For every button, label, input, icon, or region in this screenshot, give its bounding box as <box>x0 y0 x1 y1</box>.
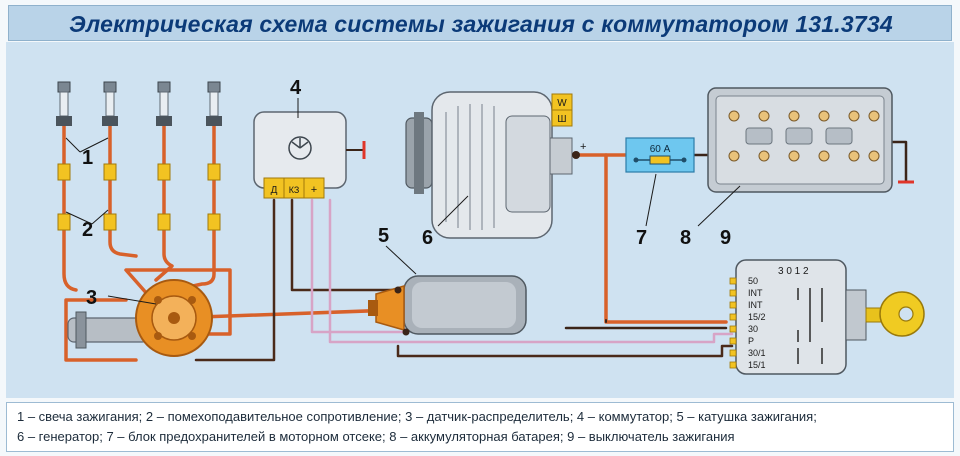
resistor-3b <box>157 213 171 231</box>
switch-terminal-label: 15/2 <box>748 312 766 322</box>
callout-4: 4 <box>290 77 302 99</box>
resistor-1b <box>57 213 71 231</box>
ignition-switch: 3 0 1 2 50 INT INT 15/2 30 P 30/1 15/1 <box>729 259 925 375</box>
callout-1: 1 <box>82 147 93 169</box>
ht-lead-4 <box>182 110 216 290</box>
wire-commutator-kz <box>290 198 400 292</box>
callout-3: 3 <box>86 287 97 309</box>
generator-terminal-sh-label: Ш <box>557 114 566 125</box>
suppression-resistors <box>57 163 221 231</box>
callouts: 1 2 3 4 5 6 7 8 9 <box>82 77 731 309</box>
ht-lead-2 <box>108 110 138 258</box>
ht-lead-side <box>64 298 138 362</box>
switch-terminal-label: 15/1 <box>748 360 766 370</box>
spark-plug-1 <box>56 81 72 126</box>
generator-terminal-sh <box>551 109 573 127</box>
callout-5: 5 <box>378 225 389 247</box>
ignition-coil <box>368 275 527 336</box>
callout-8: 8 <box>680 227 691 249</box>
commutator-terminal-kz-label: КЗ <box>289 185 300 195</box>
title-bar: Электрическая схема системы зажигания с … <box>8 5 952 41</box>
ht-lead-1 <box>62 110 78 292</box>
commutator-terminal-plus <box>303 177 325 199</box>
commutator-terminal-plus-label: + <box>311 184 317 196</box>
commutator-body <box>253 111 347 189</box>
ignition-key-icon <box>865 291 925 337</box>
fuse-block: 60 А <box>625 137 695 173</box>
generator-terminal-plus-label: + <box>580 141 586 153</box>
resistor-2b <box>103 213 117 231</box>
fuse-block-body <box>625 137 695 173</box>
wire-commutator-d <box>194 198 276 362</box>
commutator-symbol-icon <box>288 136 312 160</box>
spark-plug-2 <box>102 81 118 126</box>
wire-battery-negative <box>890 140 908 184</box>
diagram-area: Д КЗ + <box>6 42 954 398</box>
resistor-4b <box>207 213 221 231</box>
generator-terminal-w-label: W <box>557 98 567 109</box>
resistor-4a <box>207 163 221 181</box>
commutator-terminal-d-label: Д <box>271 185 278 196</box>
distributor <box>67 279 213 357</box>
switch-terminal-label: P <box>748 336 754 346</box>
fuse-rating-label: 60 А <box>650 144 671 155</box>
wiring-diagram: Д КЗ + <box>56 77 925 375</box>
caption-line-2: 6 – генератор; 7 – блок предохранителей … <box>17 429 735 444</box>
resistor-1a <box>57 163 71 181</box>
ignition-coil-cap <box>375 285 405 331</box>
generator: W Ш + <box>405 91 586 239</box>
wire-coil-to-switch <box>396 344 734 358</box>
battery-cells <box>728 110 880 162</box>
switch-terminal-label: INT <box>748 300 763 310</box>
callout-2: 2 <box>82 219 93 241</box>
switch-terminals: 50 INT INT 15/2 30 P 30/1 15/1 <box>748 276 766 370</box>
fuse-icon <box>649 155 671 165</box>
resistor-3a <box>157 163 171 181</box>
wire-commutator-plus <box>310 198 408 334</box>
ht-lead-3 <box>154 110 174 282</box>
switch-terminal-label: 50 <box>748 276 758 286</box>
callout-9: 9 <box>720 227 731 249</box>
spark-plug-3 <box>156 81 172 126</box>
resistor-2a <box>103 163 117 181</box>
switch-terminal-label: 30 <box>748 324 758 334</box>
switch-positions-label: 3 0 1 2 <box>778 266 809 277</box>
caption-line-1: 1 – свеча зажигания; 2 – помехоподавител… <box>17 409 817 424</box>
battery <box>707 87 914 193</box>
switch-terminal-label: INT <box>748 288 763 298</box>
callout-7: 7 <box>636 227 647 249</box>
legend-caption: 1 – свеча зажигания; 2 – помехоподавител… <box>6 402 954 452</box>
spark-plug-4 <box>206 81 222 126</box>
callout-6: 6 <box>422 227 433 249</box>
spark-plugs <box>56 81 222 126</box>
wire-switch-15-1 <box>328 198 734 344</box>
switch-terminal-label: 30/1 <box>748 348 766 358</box>
page-title: Электрическая схема системы зажигания с … <box>69 11 893 37</box>
commutator: Д КЗ + <box>253 111 366 199</box>
ht-lead-distribution-loop <box>124 268 232 336</box>
callout-leaders <box>65 98 741 305</box>
